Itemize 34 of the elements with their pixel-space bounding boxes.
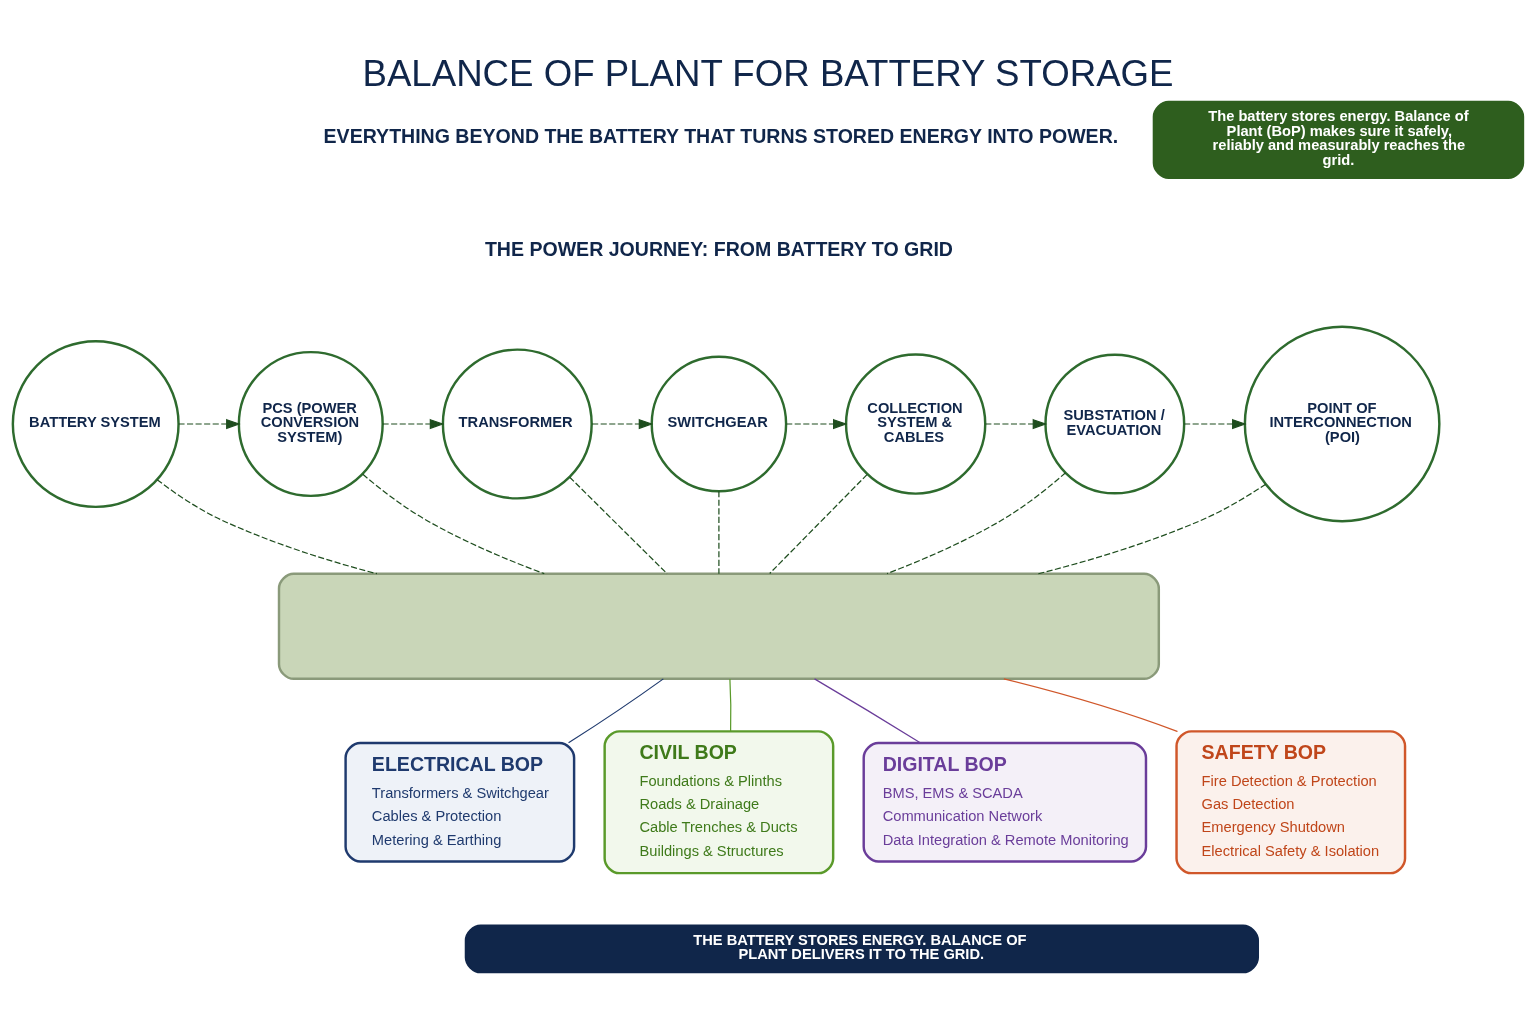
connector <box>886 472 1067 575</box>
connector <box>718 490 720 575</box>
arrow <box>1183 418 1247 430</box>
node-box: DIGITAL BOP BMS, EMS & SCADA Communication Network Data Integration & Remote Monitoring <box>862 741 1148 863</box>
connector <box>569 476 668 575</box>
node-box: THE BATTERY STORES ENERGY. BALANCE OF PLANT DELIVERS IT TO THE GRID. <box>464 924 1259 974</box>
node-circle: COLLECTION SYSTEM & CABLES <box>844 353 987 495</box>
connector <box>729 678 732 732</box>
diagram-title: BALANCE OF PLANT FOR BATTERY STORAGE <box>362 53 1174 95</box>
node-circle: POINT OF INTERCONNECTION (POI) <box>1243 325 1441 523</box>
node-box: CIVIL BOP Foundations & Plinths Roads & Drainage Cable Trenches & Ducts Buildings & Structures <box>603 730 835 875</box>
arrow <box>591 418 654 430</box>
node-circle: PCS (POWER CONVERSION SYSTEM) <box>237 350 384 498</box>
node-box: ELECTRICAL BOP Transformers & Switchgear Cables & Protection Metering & Earthing <box>344 741 576 863</box>
node-circle: SUBSTATION / EVACUATION <box>1044 353 1186 495</box>
connector <box>813 678 921 744</box>
node-circle: SWITCHGEAR <box>650 355 788 493</box>
label: EVERYTHING BEYOND THE BATTERY THAT TURNS STORED ENERGY INTO POWER. <box>323 125 1119 148</box>
node-circle: TRANSFORMER <box>441 348 593 500</box>
node-box <box>277 572 1161 681</box>
connector <box>769 474 868 575</box>
node-box: The battery stores energy. Balance of Plant (BoP) makes sure it safely, reliably and measurably reaches the grid. <box>1152 100 1525 179</box>
arrow <box>984 418 1048 430</box>
node-box: SAFETY BOP Fire Detection & Protection Gas Detection Emergency Shutdown Electrical Safety & Isolation <box>1175 730 1407 875</box>
node-circle: BATTERY SYSTEM <box>11 339 180 509</box>
arrow <box>785 418 848 430</box>
connector <box>156 479 378 575</box>
connector <box>1037 483 1267 575</box>
arrow <box>381 418 445 430</box>
connector <box>567 678 664 744</box>
connector <box>362 473 545 575</box>
label: THE POWER JOURNEY: FROM BATTERY TO GRID <box>484 237 953 260</box>
arrow <box>177 418 241 430</box>
connector <box>1003 678 1179 733</box>
